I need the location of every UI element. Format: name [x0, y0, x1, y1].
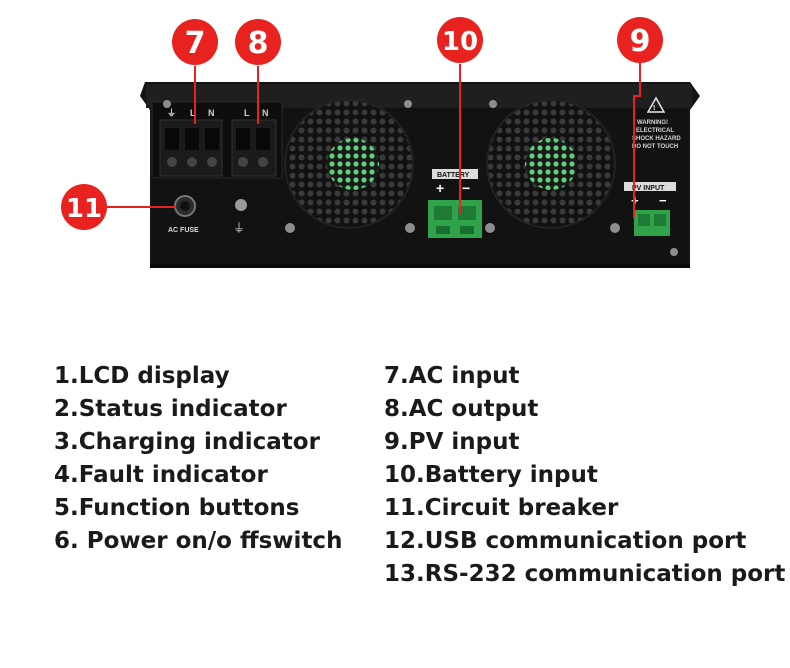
svg-text:8: 8	[248, 26, 269, 61]
warning-line-2: ELECTRICAL	[636, 128, 674, 134]
legend-item-5: 5.Function buttons	[54, 495, 300, 521]
battery-plus-label: +	[436, 180, 444, 196]
legend-item-10: 10.Battery input	[384, 462, 598, 488]
ac-terminal-block: ⏚ L N L N	[151, 101, 283, 179]
inverter-rear-panel-diagram: ⏚ L N L N AC FUSE ⏚ BA	[61, 17, 700, 268]
svg-text:!: !	[653, 105, 655, 112]
callout-11: 11	[61, 184, 107, 230]
ac-input-n-label: N	[208, 108, 215, 118]
ac-fuse-label: AC FUSE	[168, 227, 199, 234]
leader-9	[633, 60, 641, 218]
legend-item-11: 11.Circuit breaker	[384, 495, 619, 521]
callout-leaders	[105, 60, 641, 218]
warning-line-1: WARNING!	[637, 120, 668, 126]
legend-item-2: 2.Status indicator	[54, 396, 287, 422]
callout-8: 8	[235, 19, 281, 65]
cooling-fan-right	[486, 99, 616, 229]
battery-minus-label: −	[462, 180, 470, 196]
svg-text:11: 11	[66, 194, 102, 224]
ac-output-n-label: N	[262, 108, 269, 118]
legend-item-6: 6. Power on/o ffswitch	[54, 528, 343, 554]
ground-symbol-icon: ⏚	[167, 108, 176, 118]
svg-text:7: 7	[185, 26, 206, 61]
warning-triangle-icon	[646, 96, 666, 113]
legend-item-3: 3.Charging indicator	[54, 429, 320, 455]
warning-line-3: SHOCK HAZARD	[632, 136, 681, 142]
panel-screws	[163, 100, 678, 256]
legend-item-9: 9.PV input	[384, 429, 520, 455]
legend-right-column: 7.AC input 8.AC output 9.PV input 10.Bat…	[384, 360, 785, 591]
ac-output-l-label: L	[244, 108, 250, 118]
battery-terminal: BATTERY + −	[428, 169, 482, 238]
warning-sticker: ! WARNING! ELECTRICAL SHOCK HAZARD DO NO…	[632, 96, 681, 150]
callout-7: 7	[172, 19, 218, 65]
legend-item-8: 8.AC output	[384, 396, 539, 422]
pv-minus-label: −	[659, 193, 667, 208]
legend-item-1: 1.LCD display	[54, 363, 230, 389]
legend-item-4: 4.Fault indicator	[54, 462, 268, 488]
cooling-fan-left	[284, 99, 414, 229]
ac-input-l-label: L	[190, 108, 196, 118]
legend-item-12: 12.USB communication port	[384, 528, 747, 554]
battery-label: BATTERY	[437, 172, 470, 179]
ground-icon: ⏚	[233, 221, 245, 235]
ground-terminal: ⏚	[233, 199, 247, 235]
warning-line-4: DO NOT TOUCH	[632, 144, 678, 150]
legend-left-column: 1.LCD display 2.Status indicator 3.Charg…	[54, 360, 342, 558]
legend-item-13: 13.RS-232 communication port	[384, 561, 786, 587]
pv-input-label: PV INPUT	[632, 185, 665, 192]
callout-10: 10	[437, 17, 483, 63]
svg-text:10: 10	[442, 27, 478, 57]
callout-9: 9	[617, 17, 663, 63]
legend-item-7: 7.AC input	[384, 363, 520, 389]
svg-text:9: 9	[630, 24, 651, 59]
